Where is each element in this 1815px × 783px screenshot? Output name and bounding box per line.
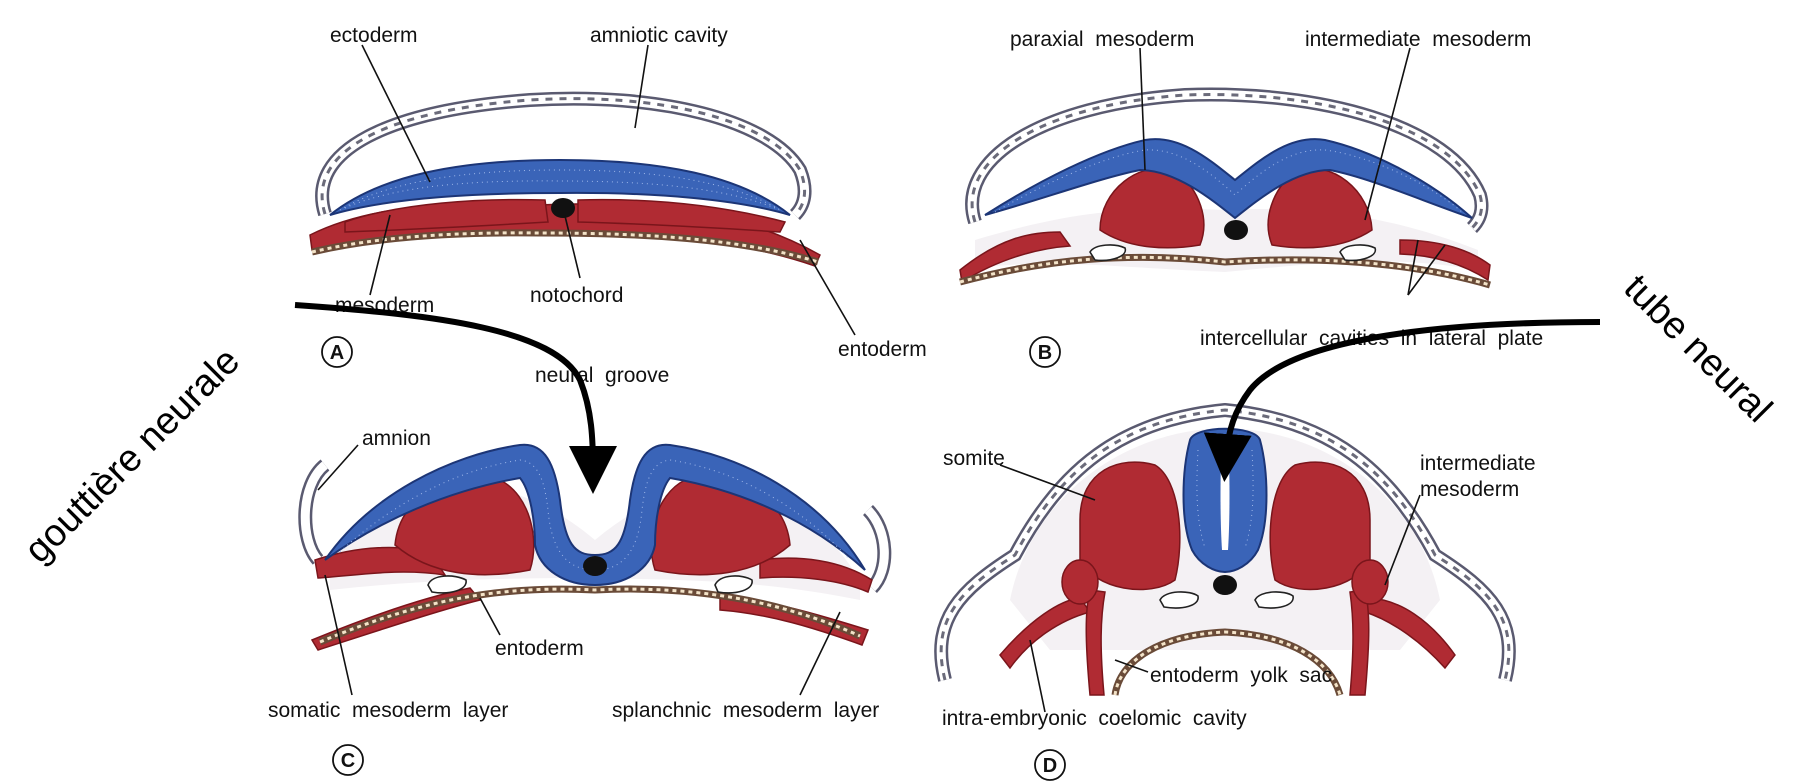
label-entoderm-a: entoderm bbox=[838, 338, 927, 361]
panel-c: neural groove amnion entoderm somatic me… bbox=[268, 364, 884, 775]
label-intermediate-d-line2: mesoderm bbox=[1420, 478, 1519, 501]
label-ectoderm: ectoderm bbox=[330, 24, 418, 47]
label-entoderm-yolk-sac: entoderm yolk sac bbox=[1150, 664, 1332, 687]
ectoderm-b bbox=[985, 139, 1472, 218]
label-neural-groove: neural groove bbox=[535, 364, 669, 387]
intermediate-nodule-right bbox=[1352, 560, 1388, 604]
panel-b-letter: B bbox=[1038, 342, 1052, 364]
panel-d-letter: D bbox=[1043, 755, 1057, 777]
label-coelomic-cavity: intra-embryonic coelomic cavity bbox=[942, 707, 1247, 730]
panel-d: somite intermediate mesoderm entoderm yo… bbox=[941, 410, 1535, 780]
label-notochord: notochord bbox=[530, 284, 623, 307]
panel-a-letter: A bbox=[330, 342, 344, 364]
label-amniotic-cavity: amniotic cavity bbox=[590, 24, 728, 47]
annotation-tube-neural: tube neural bbox=[1616, 267, 1780, 431]
label-amnion: amnion bbox=[362, 427, 431, 450]
intermediate-nodule-left bbox=[1062, 560, 1098, 604]
label-somite: somite bbox=[943, 447, 1005, 470]
panel-c-letter: C bbox=[341, 750, 355, 772]
label-entoderm-c: entoderm bbox=[495, 637, 584, 660]
arrow-gouttiere bbox=[295, 305, 593, 470]
panel-b: paraxial mesoderm intermediate mesoderm … bbox=[960, 28, 1543, 367]
notochord-a bbox=[551, 198, 575, 218]
notochord-d bbox=[1213, 575, 1237, 595]
notochord-c bbox=[583, 556, 607, 576]
label-intermediate-d-line1: intermediate bbox=[1420, 452, 1536, 475]
label-somatic-mesoderm: somatic mesoderm layer bbox=[268, 699, 508, 722]
label-intermediate-mesoderm-b: intermediate mesoderm bbox=[1305, 28, 1531, 51]
notochord-b bbox=[1224, 220, 1248, 240]
label-paraxial-mesoderm: paraxial mesoderm bbox=[1010, 28, 1194, 51]
annotation-gouttiere: gouttière neurale bbox=[17, 340, 248, 571]
label-splanchnic-mesoderm: splanchnic mesoderm layer bbox=[612, 699, 879, 722]
